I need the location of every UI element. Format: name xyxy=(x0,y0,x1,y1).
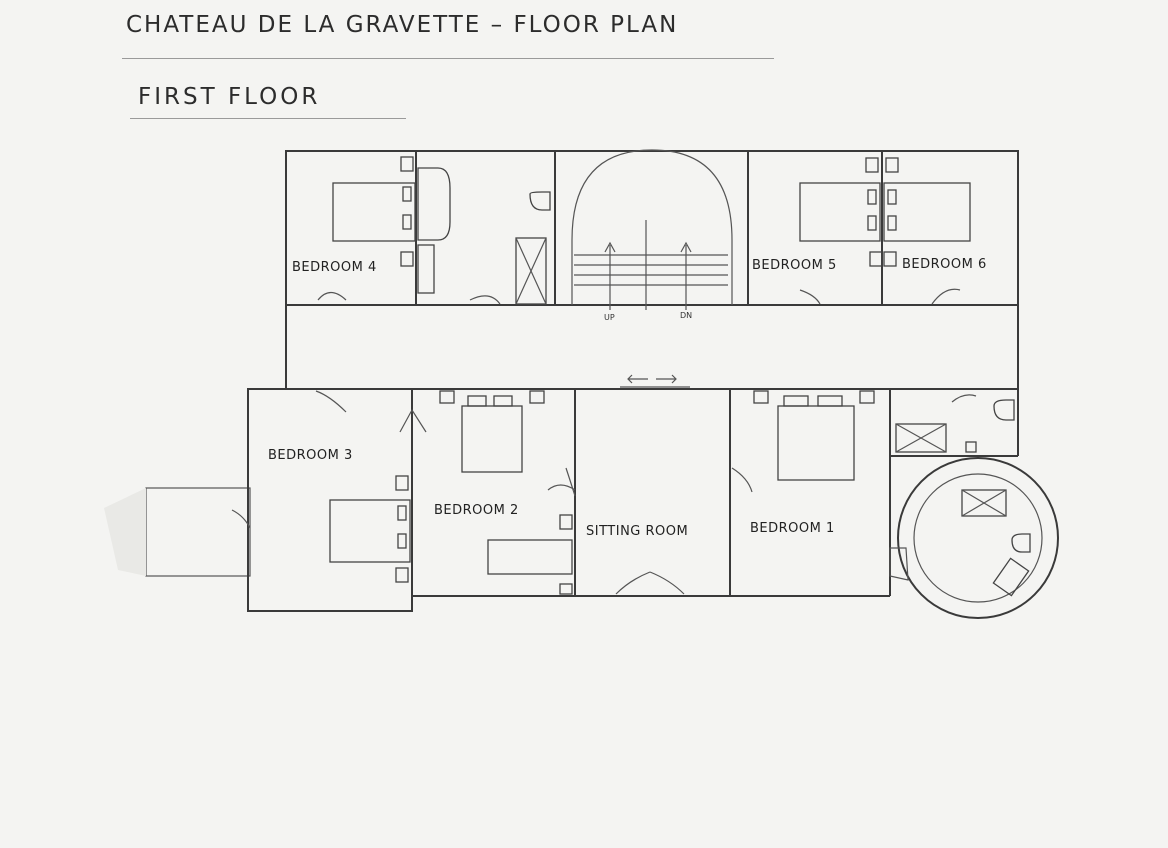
label-sitting-room: SITTING ROOM xyxy=(586,524,688,539)
pillow xyxy=(493,395,513,407)
nightstand xyxy=(859,390,875,404)
pillow xyxy=(817,395,843,407)
door-swing xyxy=(317,291,347,301)
bed-bedroom5 xyxy=(799,182,881,242)
basin-unit xyxy=(992,557,1030,597)
stair-arch xyxy=(571,149,733,305)
down-arrowhead xyxy=(680,241,692,253)
shower-tray xyxy=(895,423,947,453)
terrace-outline xyxy=(145,487,251,577)
shower-cross xyxy=(961,489,1007,517)
door-swing xyxy=(951,394,977,403)
pillow xyxy=(397,533,407,549)
pillow xyxy=(867,215,877,231)
pillow xyxy=(397,505,407,521)
double-door xyxy=(615,571,685,595)
label-bedroom-4: BEDROOM 4 xyxy=(292,260,377,275)
bed-bedroom2a xyxy=(461,405,523,473)
pillow xyxy=(783,395,809,407)
pillow xyxy=(467,395,487,407)
bed-bedroom2b xyxy=(487,539,573,575)
stair-down-label: DN xyxy=(680,311,692,320)
door-swing xyxy=(565,467,576,497)
pillow xyxy=(867,189,877,205)
label-bedroom-5: BEDROOM 5 xyxy=(752,258,837,273)
corridor-arrow xyxy=(656,374,677,384)
shower-tray xyxy=(961,489,1007,517)
nightstand xyxy=(883,251,897,267)
pillow xyxy=(887,189,897,205)
nightstand xyxy=(400,251,414,267)
door-swing xyxy=(315,390,347,413)
label-bedroom-2: BEDROOM 2 xyxy=(434,503,519,518)
shower-tray xyxy=(515,237,547,305)
plan-title: CHATEAU DE LA GRAVETTE – FLOOR PLAN xyxy=(126,12,679,38)
shower-cross xyxy=(515,237,547,305)
terrace-shadow xyxy=(104,488,146,576)
door-swing xyxy=(931,288,961,305)
toilet xyxy=(1011,533,1031,553)
shower-cross xyxy=(895,423,947,453)
label-bedroom-1: BEDROOM 1 xyxy=(750,521,835,536)
pillow xyxy=(887,215,897,231)
subtitle-underline xyxy=(130,118,406,119)
nightstand xyxy=(395,567,409,583)
corridor-arrow xyxy=(627,374,648,384)
tower-passage xyxy=(889,547,909,581)
nightstand xyxy=(559,583,573,595)
toilet xyxy=(993,399,1015,421)
basin xyxy=(965,441,977,453)
door-swing xyxy=(399,408,427,433)
nightstand xyxy=(885,157,899,173)
door-swing xyxy=(547,484,576,491)
double-basin xyxy=(417,244,435,294)
tower-inner-wall xyxy=(913,473,1043,603)
door-swing xyxy=(731,467,753,493)
nightstand xyxy=(753,390,769,404)
nightstand xyxy=(559,514,573,530)
label-bedroom-6: BEDROOM 6 xyxy=(902,257,987,272)
nightstand xyxy=(439,390,455,404)
door-swing xyxy=(799,289,821,305)
bed-bedroom6 xyxy=(883,182,971,242)
nightstand xyxy=(400,156,414,172)
nightstand xyxy=(395,475,409,491)
bed-bedroom1 xyxy=(777,405,855,481)
bed-bedroom4 xyxy=(332,182,416,242)
bed-bedroom3 xyxy=(329,499,411,563)
terrace-door xyxy=(231,509,251,529)
nightstand xyxy=(865,157,879,173)
nightstand xyxy=(529,390,545,404)
floor-subtitle: FIRST FLOOR xyxy=(138,84,321,110)
stair-up-label: UP xyxy=(604,313,615,322)
pillow xyxy=(402,186,412,202)
tower-outer-wall xyxy=(897,457,1059,619)
door-swing xyxy=(469,295,501,305)
pillow xyxy=(402,214,412,230)
bedroom3-outline xyxy=(247,388,413,612)
bathtub xyxy=(417,167,451,241)
up-arrowhead xyxy=(604,241,616,253)
toilet xyxy=(529,191,551,211)
label-bedroom-3: BEDROOM 3 xyxy=(268,448,353,463)
nightstand xyxy=(869,251,883,267)
title-underline xyxy=(122,58,774,59)
